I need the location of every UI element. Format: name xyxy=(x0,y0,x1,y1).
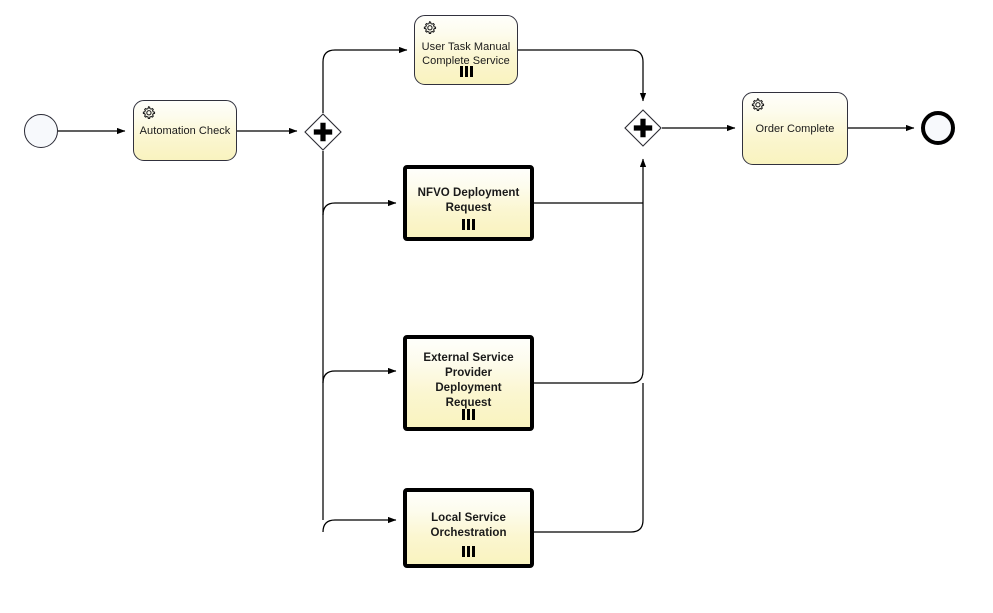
task-label: Automation Check xyxy=(139,124,231,137)
parallel-gateway-split[interactable] xyxy=(304,113,342,151)
flow-external-service-provider-to-join xyxy=(534,203,644,384)
task-local-service-orchestration[interactable]: Local Service Orchestration xyxy=(403,488,534,568)
gear-icon xyxy=(140,105,157,122)
gear-icon xyxy=(421,20,438,37)
task-external-service-provider-deployment-request[interactable]: External Service Provider Deployment Req… xyxy=(403,335,534,431)
parallel-gateway-join[interactable] xyxy=(624,109,662,147)
task-automation-check[interactable]: Automation Check xyxy=(133,100,237,161)
start-event[interactable] xyxy=(24,114,58,148)
task-label: NFVO Deployment Request xyxy=(417,187,520,214)
plus-marker-icon xyxy=(633,118,653,138)
task-label: Order Complete xyxy=(755,122,835,135)
flow-split-to-nfvo xyxy=(322,199,397,216)
flow-user-task-to-join xyxy=(518,49,647,102)
task-label: Local Service Orchestration xyxy=(430,512,507,539)
task-user-task-manual-complete-service[interactable]: User Task Manual Complete Service xyxy=(414,15,518,85)
flow-local-service-orchestration-to-join xyxy=(534,383,644,533)
flow-split-to-local-service-orchestration xyxy=(322,516,397,533)
parallel-multi-instance-icon xyxy=(415,66,517,77)
parallel-multi-instance-icon xyxy=(407,409,530,420)
task-label: User Task Manual Complete Service xyxy=(421,41,511,67)
task-nfvo-deployment-request[interactable]: NFVO Deployment Request xyxy=(403,165,534,241)
plus-marker-icon xyxy=(313,122,333,142)
gear-icon xyxy=(749,97,766,114)
end-event[interactable] xyxy=(921,111,955,145)
parallel-multi-instance-icon xyxy=(407,219,530,230)
task-order-complete[interactable]: Order Complete xyxy=(742,92,848,165)
flow-split-to-external-service-provider xyxy=(322,367,397,384)
flow-split-trunk-up xyxy=(322,46,408,113)
parallel-multi-instance-icon xyxy=(407,546,530,557)
task-label: External Service Provider Deployment Req… xyxy=(423,352,514,409)
